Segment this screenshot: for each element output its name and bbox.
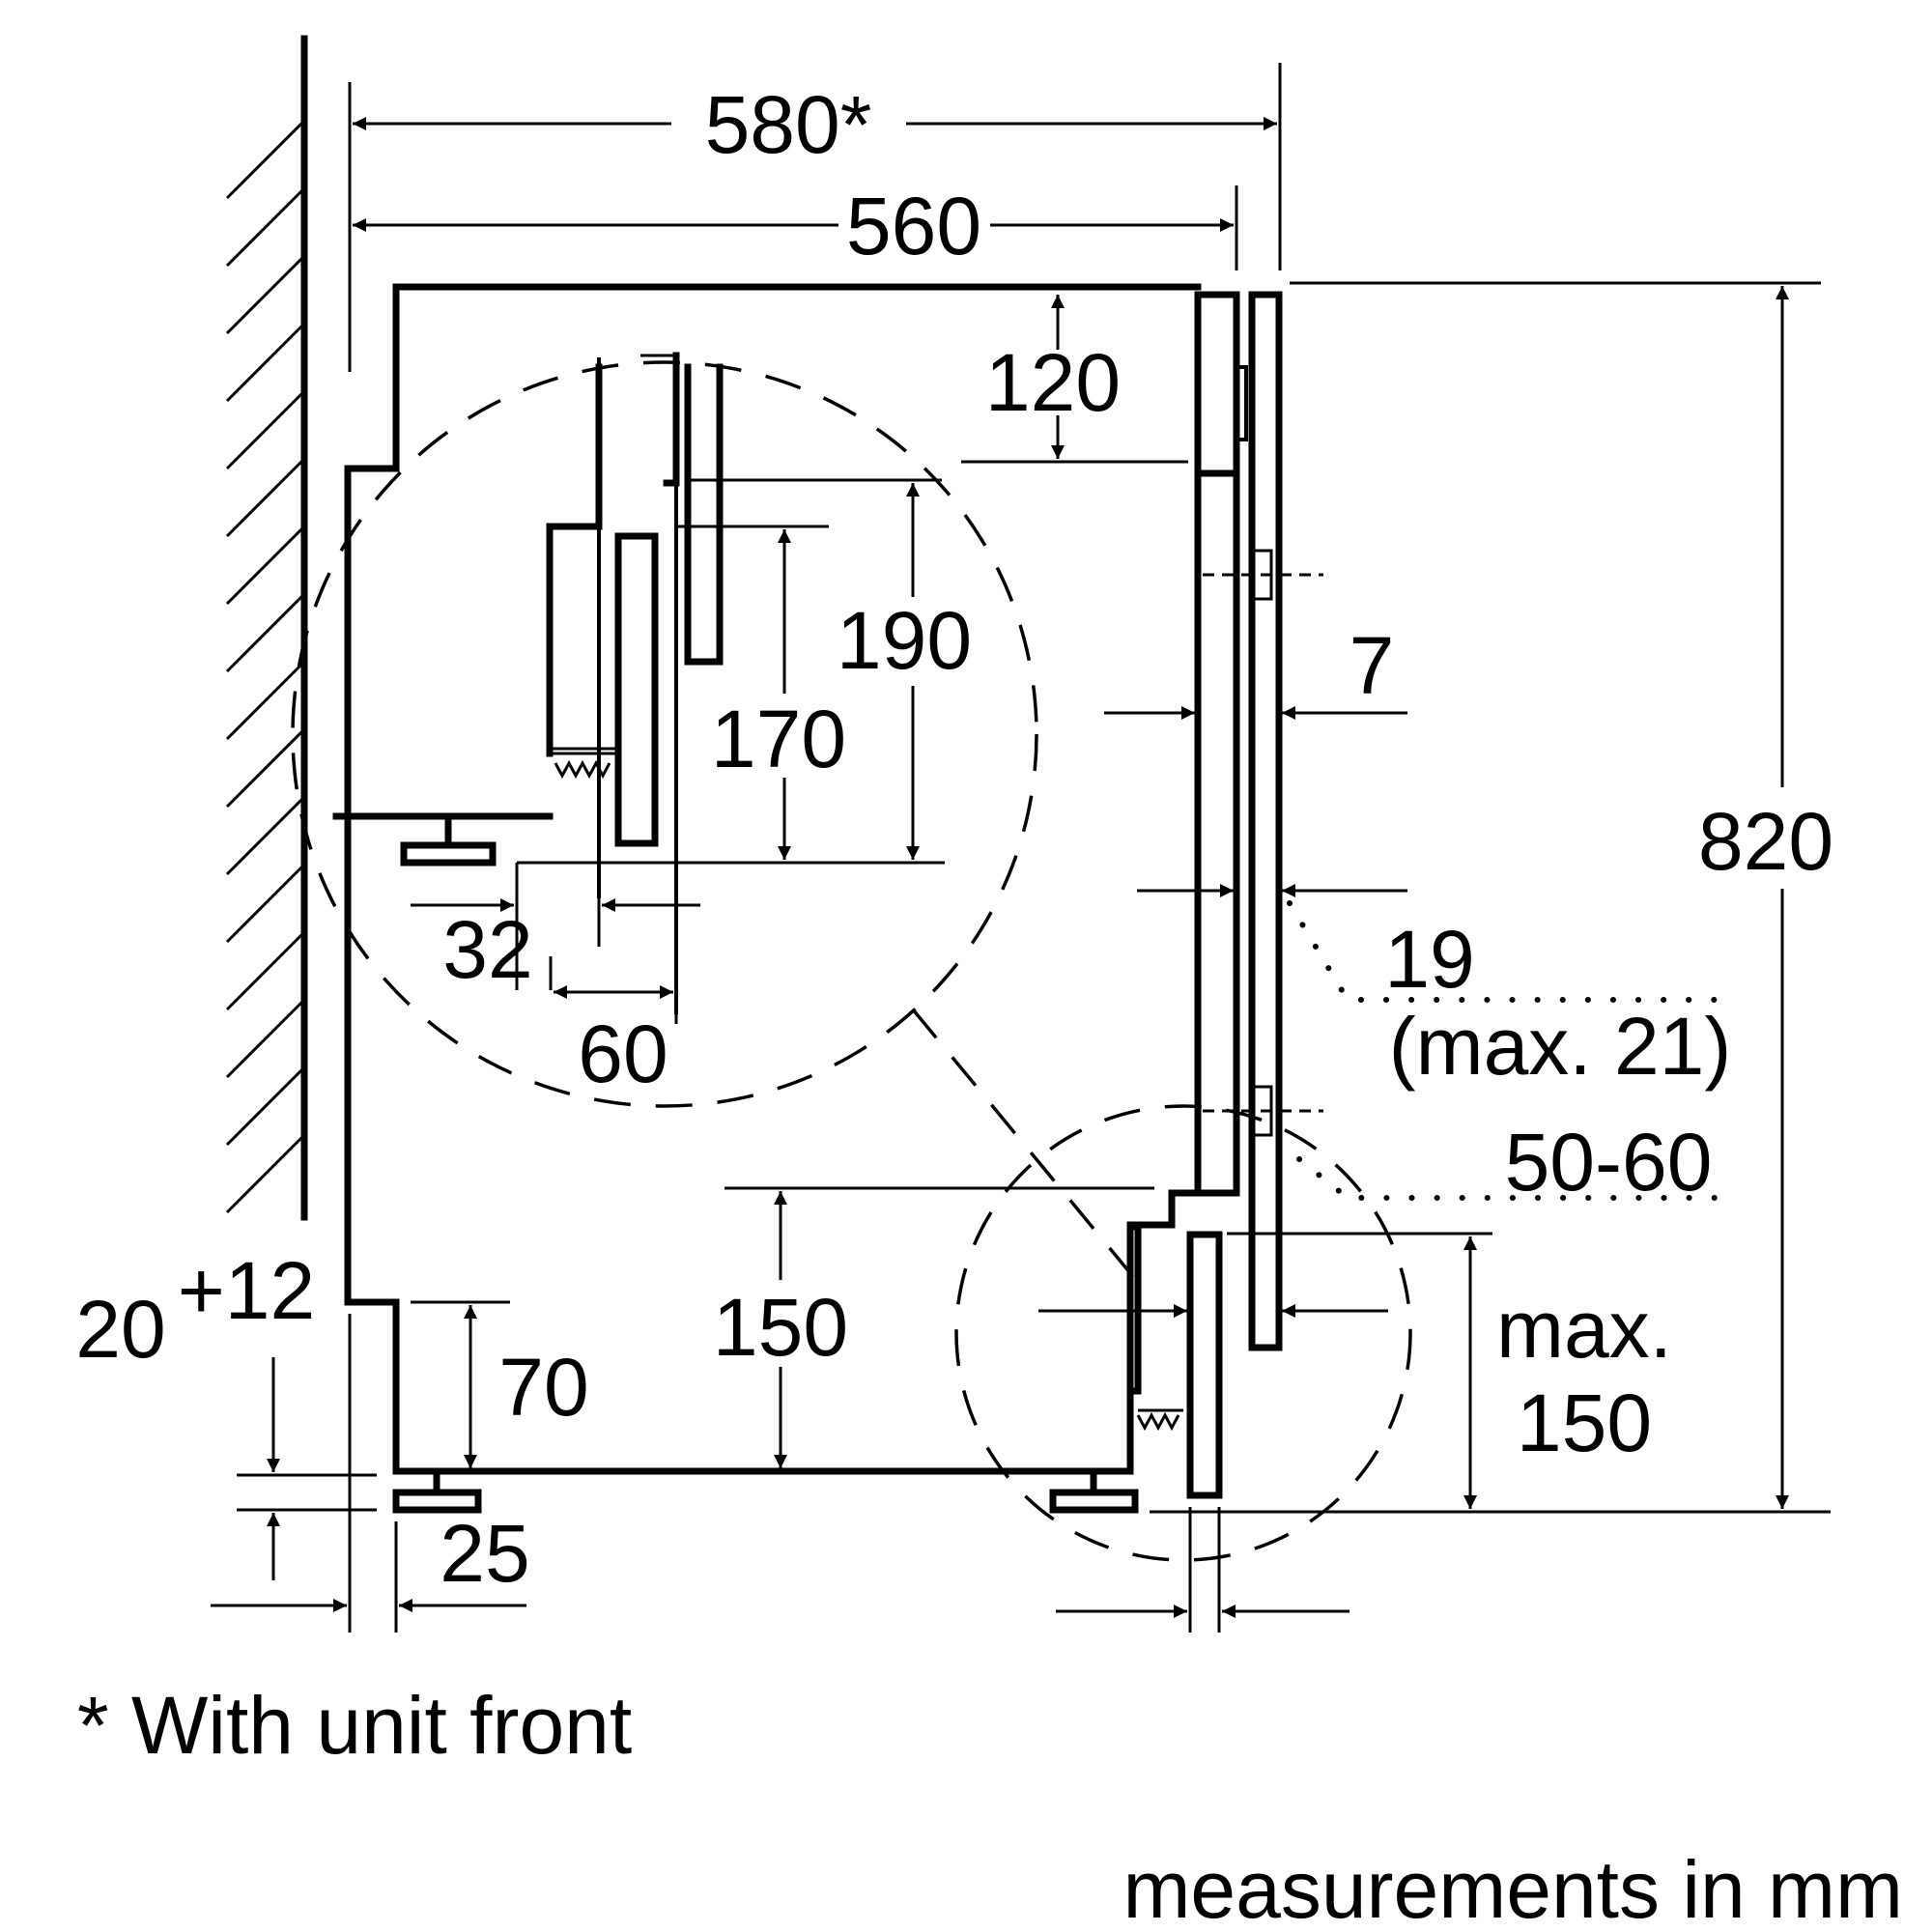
measurements-note: measurements in mm bbox=[1122, 1844, 1903, 1932]
dim-560 bbox=[353, 185, 1238, 270]
wall-hatching bbox=[225, 119, 306, 1214]
label-150: 150 bbox=[713, 1282, 848, 1373]
label-580: 580* bbox=[705, 79, 872, 170]
dim-max-150 bbox=[1038, 1232, 1492, 1509]
label-7: 7 bbox=[1350, 620, 1395, 711]
dim-580 bbox=[348, 63, 1282, 372]
hinge-mechanism bbox=[332, 352, 724, 1014]
label-max: max. bbox=[1496, 1284, 1672, 1375]
label-19: 19 bbox=[1384, 914, 1474, 1005]
dim-front-gap bbox=[1056, 1507, 1350, 1633]
hinge-arm bbox=[546, 363, 603, 757]
label-50-60: 50-60 bbox=[1505, 1117, 1713, 1208]
dim-120 bbox=[961, 295, 1188, 464]
label-25: 25 bbox=[440, 1508, 529, 1599]
dim-820 bbox=[1150, 281, 1831, 1514]
label-20: 20 bbox=[75, 1284, 165, 1375]
cabinet-front-edge bbox=[1194, 291, 1240, 1192]
lower-hinge-swing-arc bbox=[954, 1104, 1412, 1562]
plinth-panel bbox=[1186, 1231, 1223, 1499]
dim-25 bbox=[211, 1314, 526, 1633]
label-plus-12: +12 bbox=[178, 1245, 316, 1336]
label-19-max: (max. 21) bbox=[1389, 1001, 1732, 1092]
dim-32 bbox=[411, 863, 700, 990]
hinge-cup bbox=[614, 532, 659, 847]
unit-front-panel bbox=[1126, 291, 1323, 1499]
hinge-bar bbox=[684, 363, 724, 666]
upper-hinge-swing-arc bbox=[291, 360, 1038, 1108]
leader-19 bbox=[1287, 900, 1718, 1003]
footnote-with-unit-front: * With unit front bbox=[77, 1680, 632, 1771]
label-120: 120 bbox=[985, 337, 1121, 428]
label-170: 170 bbox=[711, 694, 846, 784]
label-max-150: 150 bbox=[1517, 1378, 1652, 1468]
door-panel bbox=[1248, 291, 1283, 1351]
dim-170 bbox=[676, 525, 829, 860]
dim-150 bbox=[724, 1186, 1154, 1468]
dim-20-plus-12 bbox=[237, 1357, 377, 1580]
wall bbox=[225, 35, 308, 1221]
door-swing-line bbox=[911, 1008, 1142, 1287]
cabinet-outline bbox=[344, 283, 1240, 1475]
label-560: 560 bbox=[846, 181, 981, 271]
dim-70 bbox=[411, 1300, 510, 1468]
label-190: 190 bbox=[837, 595, 972, 686]
label-820: 820 bbox=[1698, 796, 1833, 887]
label-70: 70 bbox=[498, 1342, 588, 1433]
label-32: 32 bbox=[442, 904, 532, 995]
label-60: 60 bbox=[578, 1009, 668, 1099]
top-bracket bbox=[1235, 365, 1248, 441]
cabinet-body bbox=[344, 283, 1248, 1514]
dim-190 bbox=[517, 478, 945, 865]
dim-60 bbox=[549, 956, 678, 1024]
